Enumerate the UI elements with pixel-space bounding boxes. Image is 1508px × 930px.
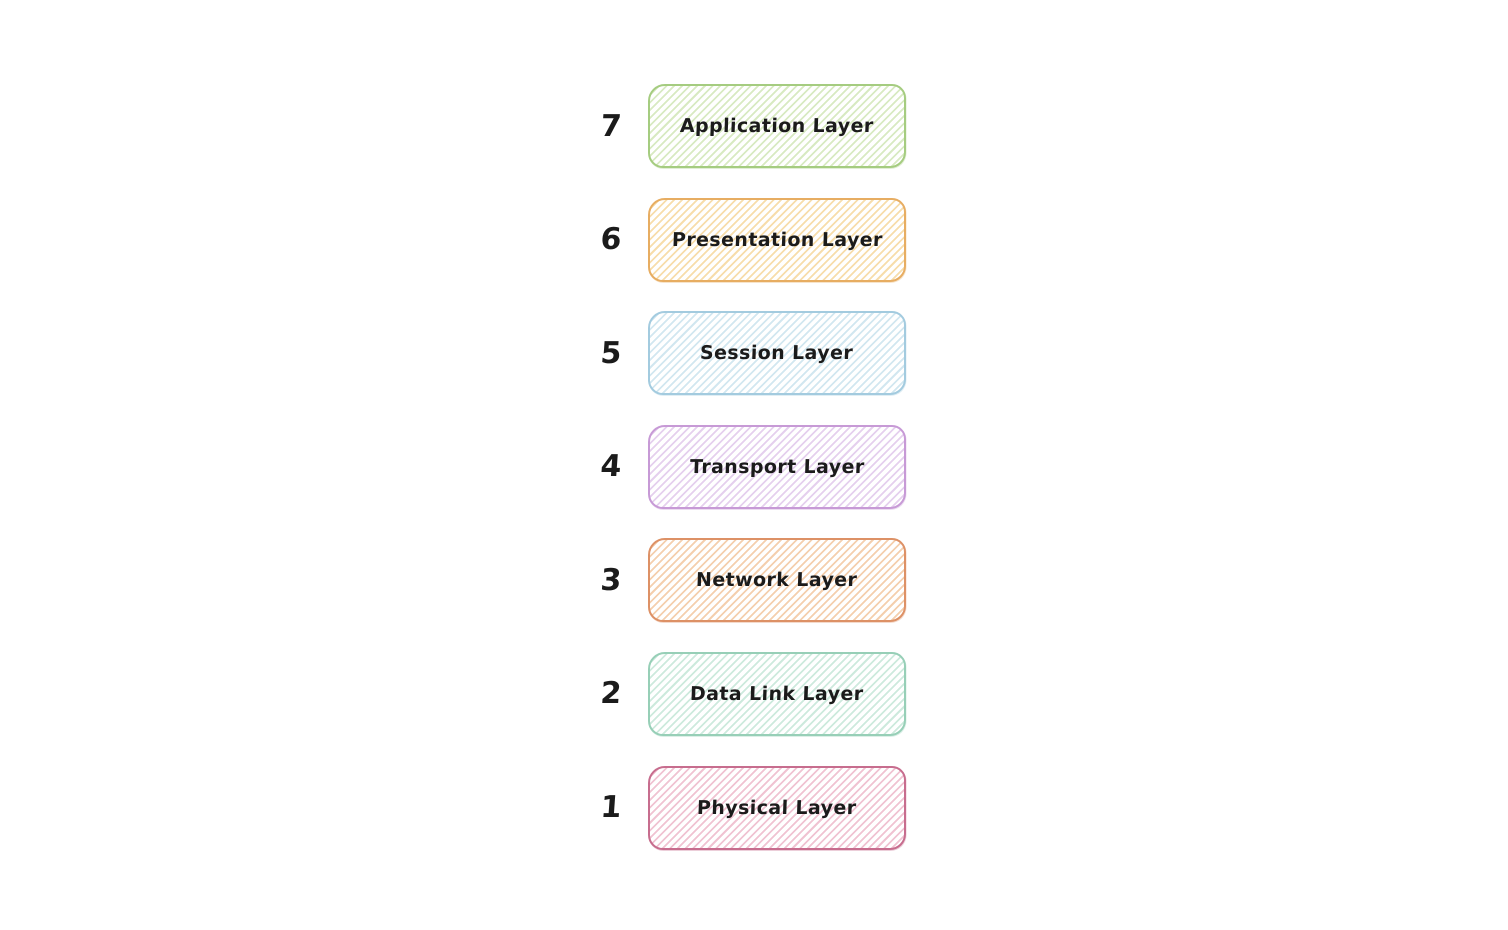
layer-label: Transport Layer <box>689 455 865 478</box>
layer-number: 4 <box>599 449 623 485</box>
osi-layer-row-5: 5 Session Layer <box>587 311 906 396</box>
osi-layer-row-6: 6 Presentation Layer <box>587 197 906 282</box>
osi-layer-row-7: 7 Application Layer <box>587 84 906 168</box>
osi-layer-row-2: 2 Data Link Layer <box>587 651 906 736</box>
layer-box-physical: Physical Layer <box>648 765 906 850</box>
layer-number: 2 <box>599 676 623 712</box>
layer-label: Physical Layer <box>696 796 858 819</box>
layer-box-datalink: Data Link Layer <box>648 651 906 736</box>
layer-label: Presentation Layer <box>671 228 883 251</box>
layer-number: 6 <box>599 222 623 258</box>
osi-layer-stack: 7 Application Layer 6 Presentation Layer… <box>587 84 906 879</box>
osi-layer-row-3: 3 Network Layer <box>587 538 906 623</box>
layer-label: Network Layer <box>695 569 859 592</box>
layer-box-application: Application Layer <box>648 84 906 168</box>
layer-label: Application Layer <box>679 115 875 137</box>
osi-layer-row-4: 4 Transport Layer <box>587 424 906 509</box>
layer-number: 5 <box>599 335 623 371</box>
layer-box-network: Network Layer <box>648 538 906 623</box>
layer-number: 1 <box>599 790 623 826</box>
layer-number: 3 <box>599 562 623 598</box>
osi-layer-row-1: 1 Physical Layer <box>587 765 906 850</box>
layer-box-presentation: Presentation Layer <box>648 197 906 282</box>
layer-label: Data Link Layer <box>689 682 865 705</box>
layer-number: 7 <box>599 108 623 144</box>
layer-box-session: Session Layer <box>648 311 906 396</box>
layer-box-transport: Transport Layer <box>648 424 906 509</box>
layer-label: Session Layer <box>700 342 854 365</box>
